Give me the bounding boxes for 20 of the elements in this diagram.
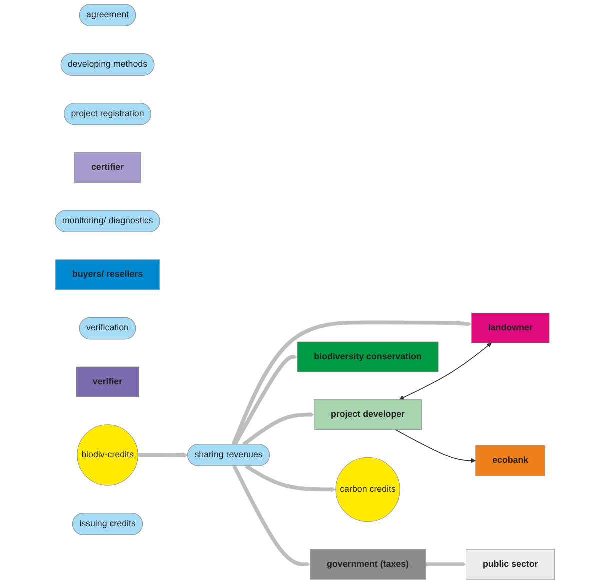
arrow (232, 465, 310, 567)
arrow (425, 562, 466, 567)
node-circle: carbon credits (335, 457, 400, 522)
node-box: landowner (471, 312, 550, 344)
node-box: ecobank (475, 446, 546, 476)
arrow (245, 464, 336, 492)
node-box: project developer (314, 400, 422, 430)
node-box: verifier (76, 366, 140, 398)
arrow (232, 320, 472, 446)
arrow (399, 343, 492, 400)
arrow (138, 452, 188, 458)
node-circle: biodiv-credits (76, 424, 138, 486)
arrow (233, 354, 298, 446)
node-box: government (taxes) (310, 549, 426, 580)
node-box: biodiversity conservation (297, 342, 439, 372)
node-box: certifier (74, 152, 141, 183)
arrow (242, 412, 314, 446)
node-box: public sector (466, 549, 555, 580)
arrow (394, 429, 476, 464)
node-box: buyers/ resellers (55, 260, 160, 290)
